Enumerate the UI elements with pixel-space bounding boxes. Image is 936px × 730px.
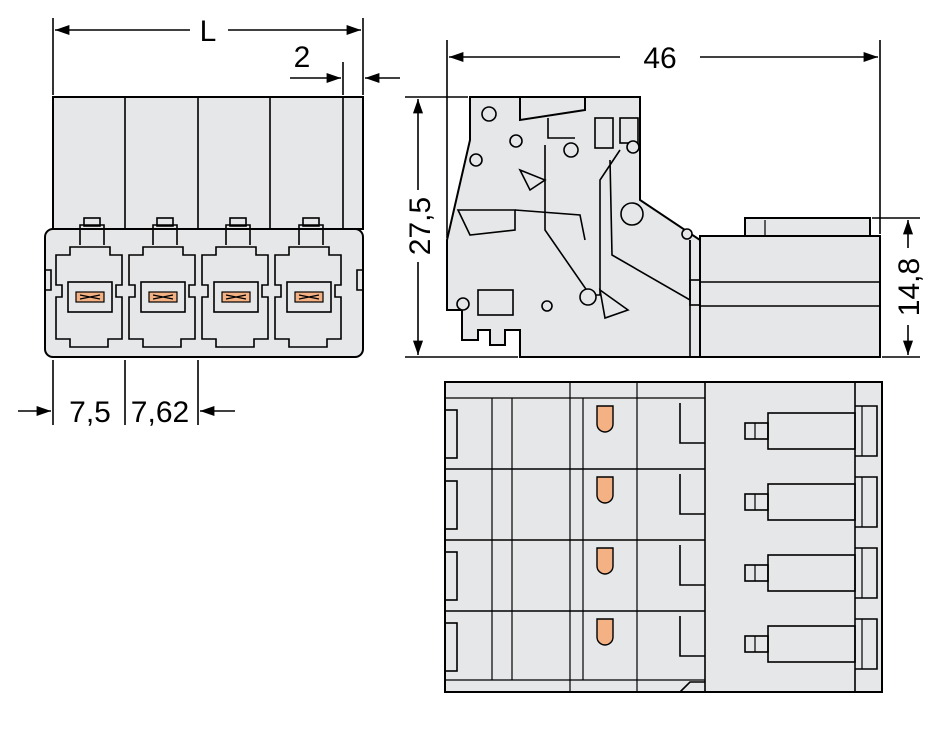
dimension-depth-label: 46 xyxy=(643,42,676,75)
top-view xyxy=(444,381,883,693)
dimension-offset-label: 2 xyxy=(294,41,311,74)
dimension-lines xyxy=(18,18,920,425)
dimension-labels: L 2 46 27,5 14,8 7,5 7,62 xyxy=(69,15,926,429)
top-pole-row xyxy=(444,468,878,530)
top-contact xyxy=(596,476,614,504)
side-view xyxy=(446,96,881,358)
top-pole-row xyxy=(444,610,878,672)
front-view xyxy=(44,96,364,358)
front-pole-cell xyxy=(274,217,342,348)
top-pole-row xyxy=(444,403,878,459)
top-contact xyxy=(596,405,614,433)
dimension-pin-height-label: 14,8 xyxy=(893,258,926,316)
dimension-height-label: 27,5 xyxy=(404,197,437,255)
front-pole-cells xyxy=(55,217,342,348)
top-pole-row xyxy=(444,539,878,601)
front-pole-cell xyxy=(201,217,269,348)
dimension-pitch-label: 7,62 xyxy=(131,396,189,429)
top-view-pole-rows xyxy=(444,403,878,672)
dimension-edge-pitch-label: 7,5 xyxy=(69,396,111,429)
front-pole-cell xyxy=(128,217,196,348)
top-contact xyxy=(596,547,614,575)
dimension-length-label: L xyxy=(200,15,217,48)
top-contact xyxy=(596,618,614,646)
front-pole-cell xyxy=(55,217,123,348)
